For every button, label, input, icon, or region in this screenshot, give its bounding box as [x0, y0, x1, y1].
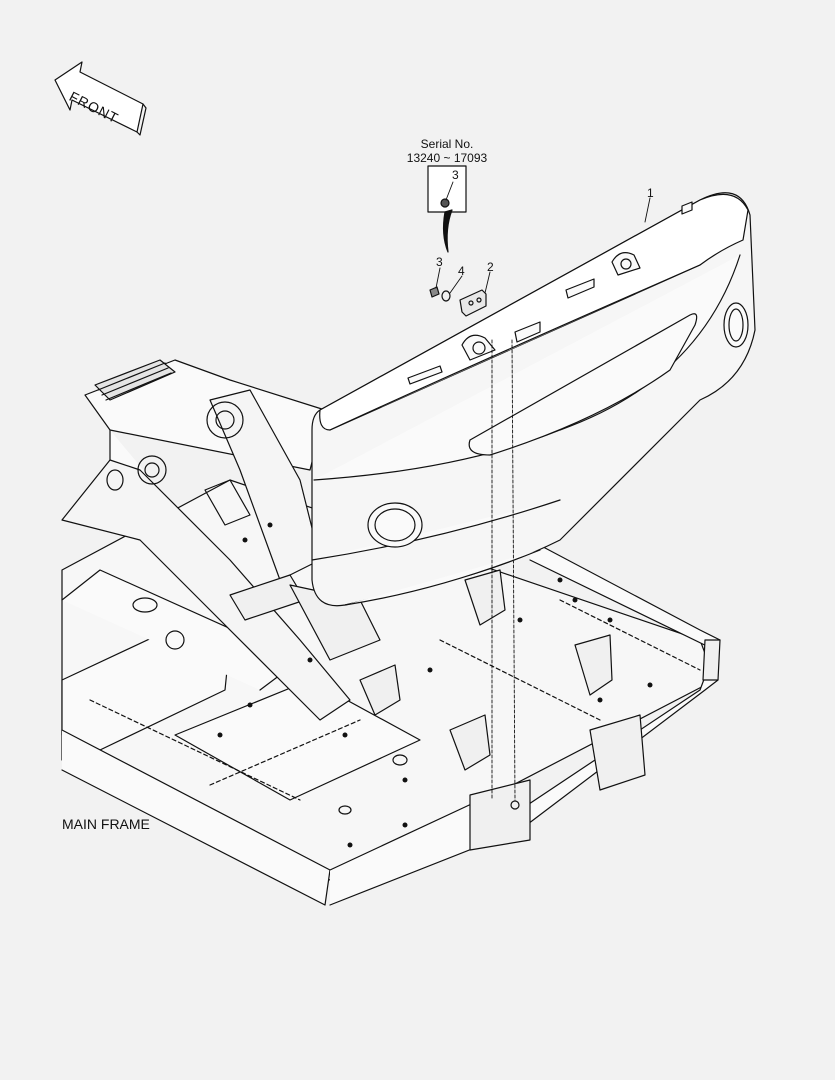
leader-lines — [435, 181, 651, 801]
mounting-bracket — [459, 289, 487, 317]
serial-title: Serial No. — [420, 137, 474, 151]
cross-members — [229, 569, 721, 851]
front-arrow-icon — [54, 61, 147, 136]
serial-number-label: Serial No. 13240 ~ 17093 — [392, 137, 502, 165]
washer — [441, 290, 451, 302]
frame-bolt-holes — [217, 522, 653, 848]
counterweight — [311, 192, 756, 607]
bolt — [429, 286, 440, 298]
boom-bracket — [61, 389, 351, 721]
callout-2: 2 — [487, 260, 494, 274]
callout-1: 1 — [647, 186, 654, 200]
serial-range: 13240 ~ 17093 — [406, 151, 488, 165]
callout-3: 3 — [436, 255, 443, 269]
main-frame-label: MAIN FRAME — [62, 816, 150, 832]
serial-detail-box — [427, 165, 467, 253]
callout-3-detail: 3 — [452, 168, 459, 182]
callout-4: 4 — [458, 264, 465, 278]
